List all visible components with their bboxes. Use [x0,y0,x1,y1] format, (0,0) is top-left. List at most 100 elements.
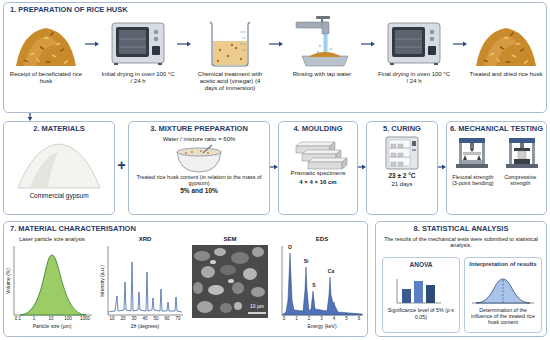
illustration-part [18,144,100,188]
chart-label: 1 [295,317,298,322]
flow-arrow [177,42,191,47]
illustration-part [20,255,86,315]
illustration-part [506,164,538,168]
illustration-part [192,245,268,318]
arrow-head [463,42,467,47]
chart-label: XRD [139,236,152,243]
illustration-part [227,55,229,57]
node-text: 21 days [369,181,435,188]
node-text: 4 × 4 × 16 cm [281,179,355,186]
illustration-part [477,155,481,160]
illustration-part [231,44,233,46]
node-heading: 8. STATISTICAL ANALYSIS [380,225,542,234]
illustration-part [414,281,423,303]
arrow-head [187,42,191,47]
illustration-part [210,260,216,264]
arrow-line [85,43,95,44]
plus-sign: + [117,158,125,173]
illustration-part [214,248,226,256]
node-text: Compressive strength [497,174,545,187]
illustration-part [459,138,485,143]
process-box: 2. MATERIALSCommercial gypsum [3,121,115,215]
chart-label: Energy (keV) [307,324,336,330]
process-box: 1. PREPARATION OF RICE HUSKReceipt of be… [3,2,547,113]
illustration-part [203,145,212,153]
illustration-part [228,279,234,283]
node-text: Treated and dried rice husk [469,71,543,78]
illustration-part [456,138,488,168]
illustration-part [108,246,183,315]
illustration-part [240,32,246,33]
chart-label: 4 [333,317,336,322]
node-text: Water / mixture ratio = 60% [132,136,266,143]
node-heading: 4. MOULDING [281,125,355,134]
chart-label: 40 [142,317,147,322]
node-heading: ANOVA [386,261,456,268]
illustration-part [520,143,524,148]
arrow-line [358,166,362,167]
process-step: Rinsing with tap water [283,15,361,109]
process-box: 6. MECHANICAL TESTINGFlexural strength (… [446,121,547,215]
illustration-part [412,149,416,151]
chart-label: 2 [308,317,311,322]
illustration-part [302,150,341,154]
illustration-part [197,301,213,313]
illustration-part [194,251,210,261]
chart-label: Particle size (µm) [33,324,72,330]
illustration-part [509,138,535,143]
illustration-part [112,23,164,65]
process-step: Chemical treatment with acetic acid (vin… [191,15,269,109]
chart-label: EDS [316,236,328,243]
process-step: Final drying in oven 100 °C / 24 h [375,15,453,109]
illustration-part [324,34,328,54]
illustration-part [462,160,482,164]
arrow-line [29,113,30,117]
node-text: Prismatic specimens [281,170,355,177]
arrow-line [453,43,463,44]
process-step: Treated and dried rice husk [467,15,545,109]
illustration-part [16,28,76,66]
illustration-part [470,149,474,152]
illustration-part [391,144,403,166]
node-text: Determination of the influence of the tr… [468,307,538,325]
chart-label: 0.1 [15,317,21,322]
illustration-part [296,142,335,146]
process-box: 4. MOULDING Prismatic specimens 4 × 4 × 16… [278,121,358,215]
arrow-line [177,43,187,44]
chart-label: 10 [109,317,114,322]
node-heading: 2. MATERIALS [7,125,111,134]
process-box: Interpretation of resultsDetermination o… [464,257,542,333]
illustration-part [14,246,92,315]
illustration-part [30,152,58,188]
illustration-part [391,162,396,166]
illustration-part [210,22,250,66]
chart-label: Laser particle size analysis [19,236,85,242]
chart-label: Volume (%) [6,268,12,294]
node-text: The results of the mechanical tests were… [380,236,542,249]
illustration-part [389,140,410,166]
chart-label: Si [304,259,309,265]
chart-label: 10 µm [250,304,264,310]
illustration-part [217,44,242,62]
illustration-part [402,289,411,303]
illustration-part [231,252,249,264]
chart-label: Ca [328,269,334,275]
illustration-part [208,285,224,295]
chart-label: 1 [33,317,36,322]
illustration-part [476,28,536,66]
flow-arrow [453,42,467,47]
illustration-part [219,49,221,51]
illustration-part [242,38,246,39]
illustration-part [282,246,283,315]
illustration-part [319,45,321,47]
illustration-part [463,152,481,155]
node-heading: 3. MIXTURE PREPARATION [132,125,266,134]
illustration-part [14,246,15,315]
node-heading: 1. PREPARATION OF RICE HUSK [10,6,540,15]
flow-arrow [361,42,375,47]
arrow-line [269,43,279,44]
illustration-part [476,279,530,303]
chart-label: 30 [131,317,136,322]
